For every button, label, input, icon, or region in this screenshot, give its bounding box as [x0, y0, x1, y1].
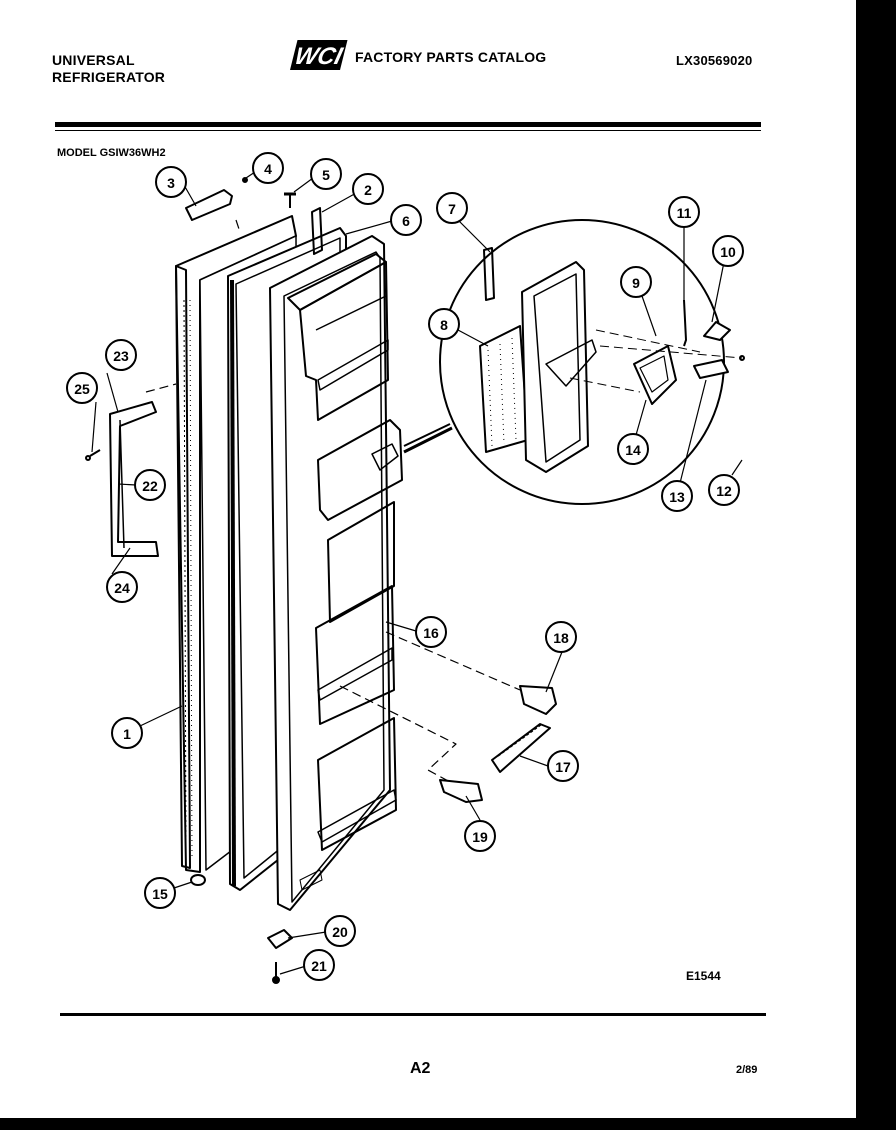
- catalog-title: FACTORY PARTS CATALOG: [355, 49, 547, 65]
- svg-text:11: 11: [677, 205, 692, 221]
- callout-24: 24: [106, 571, 138, 603]
- header-rule-thin: [55, 130, 761, 131]
- callout-8: 8: [428, 308, 460, 340]
- callout-17: 17: [547, 750, 579, 782]
- callout-14: 14: [617, 433, 649, 465]
- callout-9: 9: [620, 266, 652, 298]
- catalog-date: 2/89: [736, 1064, 758, 1076]
- callout-4: 4: [252, 152, 284, 184]
- brand-line-2: REFRIGERATOR: [52, 69, 166, 85]
- logo-text: WCI: [292, 43, 346, 70]
- svg-text:18: 18: [553, 630, 569, 646]
- brand-line-1: UNIVERSAL: [52, 52, 135, 68]
- svg-text:24: 24: [114, 580, 130, 596]
- catalog-code: LX30569020: [676, 53, 753, 68]
- svg-text:10: 10: [720, 244, 736, 260]
- callout-15: 15: [144, 877, 176, 909]
- svg-text:15: 15: [152, 886, 168, 902]
- svg-text:25: 25: [74, 381, 90, 397]
- bottom-hinge-parts: [190, 874, 293, 984]
- callout-1: 1: [111, 717, 143, 749]
- svg-text:6: 6: [402, 213, 410, 229]
- svg-text:21: 21: [311, 958, 327, 974]
- svg-text:9: 9: [632, 275, 640, 291]
- page-frame-bottom: [0, 1118, 896, 1130]
- footer-rule: [60, 1013, 766, 1016]
- callout-22: 22: [134, 469, 166, 501]
- svg-text:19: 19: [472, 829, 488, 845]
- callout-20: 20: [324, 915, 356, 947]
- detail-inset: [439, 219, 745, 505]
- callout-7: 7: [436, 192, 468, 224]
- callout-2: 2: [352, 173, 384, 205]
- top-hinge-parts: [185, 177, 323, 255]
- callout-12: 12: [708, 474, 740, 506]
- callout-25: 25: [66, 372, 98, 404]
- callout-13: 13: [661, 480, 693, 512]
- svg-text:8: 8: [440, 317, 448, 333]
- callout-10: 10: [712, 235, 744, 267]
- brand-block: UNIVERSAL REFRIGERATOR: [52, 52, 165, 86]
- wci-logo: WCI: [290, 40, 348, 70]
- callout-5: 5: [310, 158, 342, 190]
- callout-11: 11: [668, 196, 700, 228]
- model-label: MODEL GSIW36WH2: [57, 147, 166, 159]
- svg-text:16: 16: [423, 625, 439, 641]
- header-rule: [55, 122, 761, 127]
- svg-text:22: 22: [142, 478, 158, 494]
- svg-text:12: 12: [716, 483, 732, 499]
- callout-19: 19: [464, 820, 496, 852]
- callout-18: 18: [545, 621, 577, 653]
- svg-text:1: 1: [123, 726, 131, 742]
- shelf-bracket-parts: [439, 685, 557, 803]
- callout-21: 21: [303, 949, 335, 981]
- figure-code: E1544: [686, 969, 721, 983]
- door-liner: [269, 235, 453, 911]
- svg-text:23: 23: [113, 348, 129, 364]
- svg-text:17: 17: [555, 759, 571, 775]
- svg-text:14: 14: [625, 442, 641, 458]
- callout-6: 6: [390, 204, 422, 236]
- svg-text:5: 5: [322, 167, 330, 183]
- callout-16: 16: [415, 616, 447, 648]
- svg-text:2: 2: [364, 182, 372, 198]
- svg-text:3: 3: [167, 175, 175, 191]
- page-number: A2: [410, 1060, 431, 1077]
- svg-text:20: 20: [332, 924, 348, 940]
- svg-text:7: 7: [448, 201, 456, 217]
- page-frame-right: [856, 0, 896, 1130]
- callout-23: 23: [105, 339, 137, 371]
- svg-text:13: 13: [669, 489, 685, 505]
- svg-text:4: 4: [264, 161, 272, 177]
- callout-3: 3: [155, 166, 187, 198]
